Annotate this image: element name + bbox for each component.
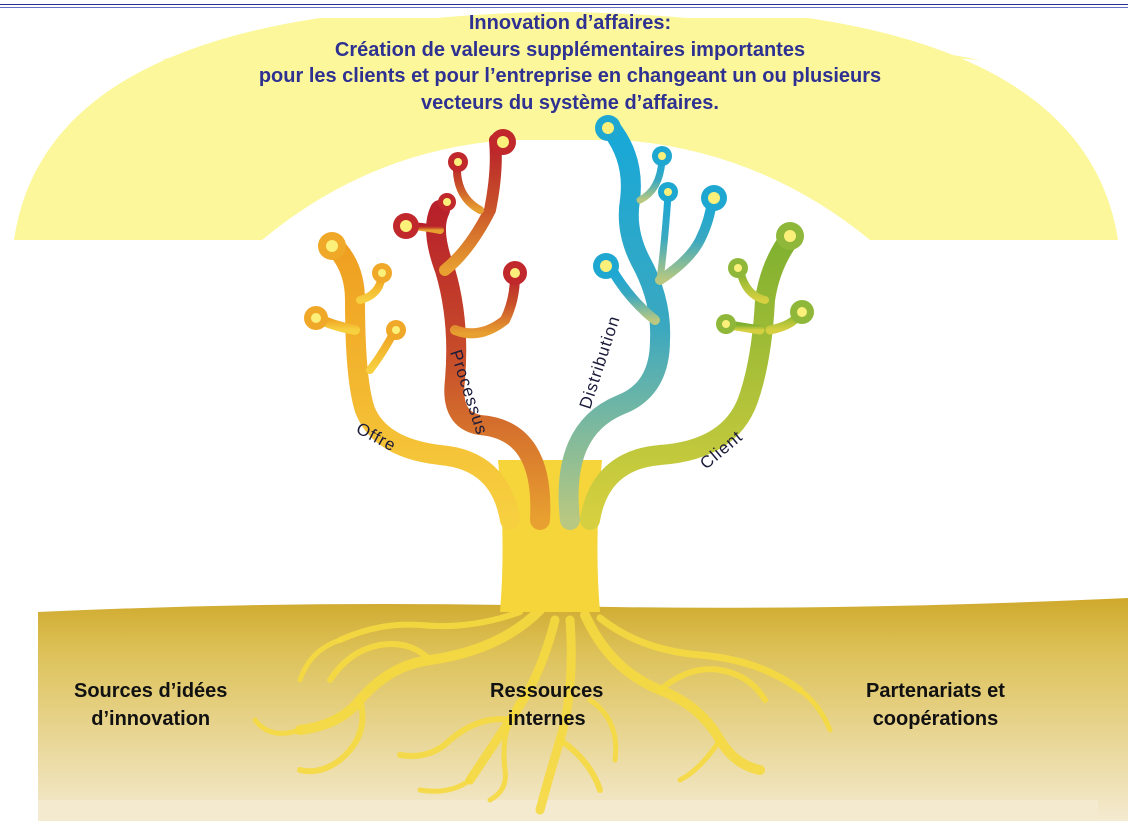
top-border [0, 4, 1128, 5]
root-label-partenariats: Partenariats et coopérations [866, 677, 1005, 733]
branch-offre-tips [304, 232, 406, 340]
root-label-ressources: Ressources internes [490, 677, 603, 733]
sky-dome [14, 18, 1118, 240]
root-label-sources-line1: Sources d’idées [74, 680, 228, 702]
diagram-header: Innovation d’affaires: Création de valeu… [170, 10, 970, 116]
branch-distribution-tips [593, 115, 727, 279]
top-border-inner [0, 7, 1128, 8]
root-label-ressources-line1: Ressources [490, 680, 604, 702]
branch-offre [313, 240, 520, 530]
root-label-partenariats-line2: coopérations [872, 708, 999, 730]
root-label-ressources-line2: internes [507, 708, 586, 730]
header-line-2: Création de valeurs supplémentaires impo… [334, 38, 806, 61]
root-label-sources-line2: d’innovation [91, 708, 211, 730]
header-title: Innovation d’affaires: [468, 12, 672, 34]
root-label-sources: Sources d’idées d’innovation [74, 677, 227, 733]
roots [252, 605, 833, 815]
branch-distribution [558, 120, 717, 530]
soil-ground [38, 598, 1128, 821]
root-label-partenariats-line1: Partenariats et [866, 680, 1005, 702]
branch-processus-tips [393, 129, 527, 285]
header-line-4: vecteurs du système d’affaires. [421, 91, 719, 114]
branch-client-tips [716, 222, 814, 334]
trunk [498, 460, 602, 612]
header-line-3: pour les clients et pour l’entreprise en… [258, 65, 882, 87]
